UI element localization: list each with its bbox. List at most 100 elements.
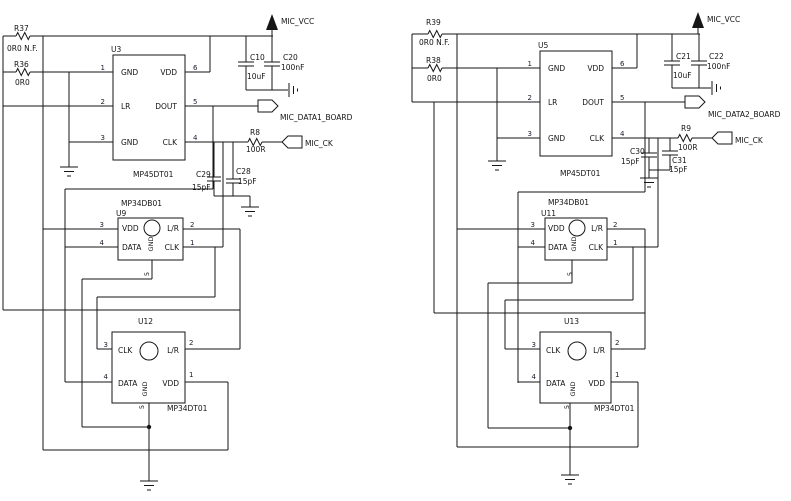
wire-segments	[2, 30, 288, 481]
u11-part-label: MP34DB01	[548, 198, 589, 207]
u12-vdd-label: VDD	[162, 379, 179, 388]
r9-value: 100R	[678, 143, 698, 152]
mic-ck-label: MIC_CK	[735, 136, 764, 145]
data2-port-label: MIC_DATA2_BOARD	[708, 110, 781, 119]
u12-pin4-num: 4	[104, 373, 109, 381]
c29-value: 15pF	[192, 183, 211, 192]
u13-pin5-num: 5	[563, 405, 571, 409]
r37-ref: R37	[14, 24, 29, 33]
u9-gnd-label: GND	[147, 237, 155, 252]
u3-gnd1-label: GND	[121, 68, 138, 77]
resistor-zigzags	[427, 29, 693, 143]
u9-clk-label: CLK	[165, 243, 180, 252]
u9-pin2-num: 2	[190, 221, 194, 229]
ic-body-u13	[539, 331, 612, 404]
u12-pin5-num: 5	[138, 405, 146, 409]
u11-pin5-num: 5	[566, 272, 574, 276]
power-net-label: MIC_VCC	[281, 17, 314, 26]
resistor-zigzags	[15, 31, 263, 147]
c31-ref: C31	[672, 156, 687, 165]
u12-clk-label: CLK	[118, 346, 133, 355]
clk-input-port	[281, 135, 303, 149]
u11-gnd-label: GND	[570, 237, 578, 252]
c28-ref: C28	[236, 167, 251, 176]
u13-ref: U13	[564, 317, 579, 326]
r8-value: 100R	[246, 145, 266, 154]
u3-pin6-num: 6	[193, 64, 198, 72]
u13-data-label: DATA	[546, 379, 566, 388]
power-arrow-icon	[266, 14, 278, 30]
u5-vdd-label: VDD	[587, 64, 604, 73]
u11-data-label: DATA	[548, 243, 568, 252]
c29-ref: C29	[196, 170, 211, 179]
left-mic-circuit: R37 0R0 N.F. R36 0R0 MIC_VCC C10 10uF C2…	[2, 14, 353, 491]
u13-part-label: MP34DT01	[594, 404, 635, 413]
u3-part-label: MP45DT01	[133, 170, 174, 179]
u11-pin4-num: 4	[531, 239, 536, 247]
u5-dout-label: DOUT	[582, 98, 604, 107]
u3-pin3-num: 3	[101, 134, 105, 142]
u13-pin3-num: 3	[532, 341, 536, 349]
u3-clk-label: CLK	[163, 138, 178, 147]
c21-ref: C21	[676, 52, 691, 61]
u5-clk-label: CLK	[590, 134, 605, 143]
data1-port-label: MIC_DATA1_BOARD	[280, 113, 353, 122]
u12-ref: U12	[138, 317, 153, 326]
mic-port-hole-u12	[139, 341, 159, 361]
u13-lr-label: L/R	[593, 346, 605, 355]
c10-ref: C10	[250, 53, 265, 62]
u12-pin3-num: 3	[104, 341, 108, 349]
mic-ck-label: MIC_CK	[305, 139, 334, 148]
u3-ref: U3	[111, 45, 121, 54]
u5-part-label: MP45DT01	[560, 169, 601, 178]
u5-pin1-num: 1	[528, 60, 532, 68]
capacitor-plates	[641, 60, 707, 158]
u12-lr-label: L/R	[167, 346, 179, 355]
ground-symbols	[488, 81, 721, 485]
junction-dot	[567, 425, 573, 431]
c31-value: 15pF	[669, 165, 688, 174]
ic-body-u12	[111, 331, 186, 404]
u9-vdd-label: VDD	[122, 224, 139, 233]
u9-pin3-num: 3	[100, 221, 104, 229]
u5-gnd2-label: GND	[548, 134, 565, 143]
c22-ref: C22	[709, 52, 724, 61]
u3-pin2-num: 2	[101, 98, 105, 106]
u11-pin3-num: 3	[531, 221, 535, 229]
u5-ref: U5	[538, 41, 548, 50]
u11-pin1-num: 1	[613, 239, 617, 247]
u5-pin2-num: 2	[528, 94, 532, 102]
u12-data-label: DATA	[118, 379, 138, 388]
r36-ref: R36	[14, 60, 29, 69]
r37-value: 0R0 N.F.	[7, 44, 38, 53]
u12-pin2-num: 2	[189, 339, 193, 347]
mic-port-hole-u9	[143, 219, 161, 237]
u12-part-label: MP34DT01	[167, 404, 208, 413]
u13-vdd-label: VDD	[588, 379, 605, 388]
u3-dout-label: DOUT	[155, 102, 177, 111]
u11-ref: U11	[541, 209, 556, 218]
power-arrow-icon	[692, 12, 704, 28]
u3-lr-label: LR	[121, 102, 130, 111]
u5-lr-label: LR	[548, 98, 557, 107]
r36-value: 0R0	[15, 78, 30, 87]
u13-clk-label: CLK	[546, 346, 561, 355]
data-output-port	[684, 95, 706, 109]
junction-dot	[146, 424, 152, 430]
ic-body-u9	[117, 217, 184, 261]
u13-pin2-num: 2	[615, 339, 619, 347]
r38-value: 0R0	[427, 74, 442, 83]
u9-pin1-num: 1	[190, 239, 194, 247]
u13-pin1-num: 1	[615, 371, 619, 379]
u9-pin4-num: 4	[100, 239, 105, 247]
ground-symbols	[60, 83, 298, 491]
power-net-label: MIC_VCC	[707, 15, 740, 24]
data-output-port	[257, 99, 279, 113]
r39-ref: R39	[426, 18, 441, 27]
mic-port-hole-u13	[567, 341, 587, 361]
u11-pin2-num: 2	[613, 221, 617, 229]
u5-pin5-num: 5	[620, 94, 624, 102]
u12-gnd-label: GND	[141, 382, 149, 397]
u13-gnd-label: GND	[569, 382, 577, 397]
